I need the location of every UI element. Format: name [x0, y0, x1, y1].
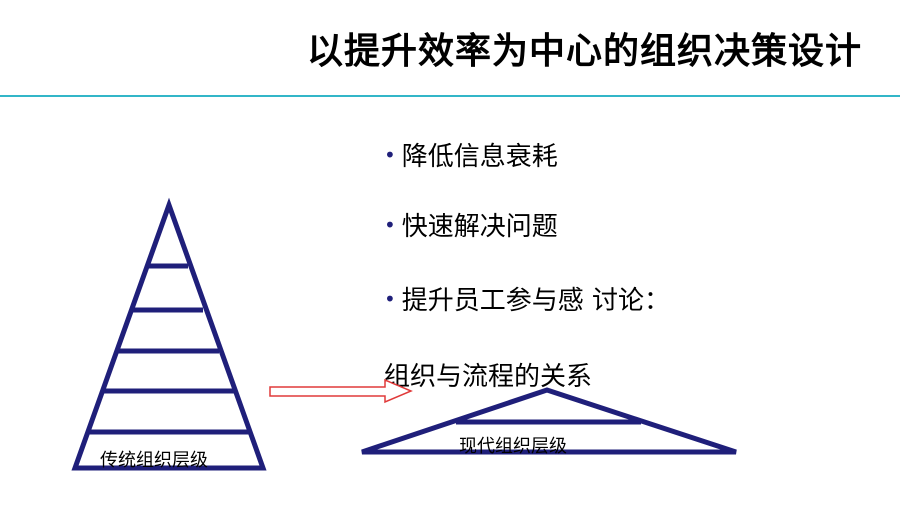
traditional-pyramid — [71, 197, 267, 471]
bullet-text: 快速解决问题 — [401, 212, 558, 242]
bullet-text: 提升员工参与感 讨论： — [401, 286, 671, 316]
slide-title: 以提升效率为中心的组织决策设计 — [306, 31, 862, 72]
traditional-pyramid-outline — [71, 197, 267, 471]
bullet-item: •降低信息衰耗 — [384, 136, 558, 173]
bullet-dot-icon: • — [384, 287, 396, 311]
modern-hierarchy-label: 现代组织层级 — [459, 436, 567, 457]
bullet-item: •快速解决问题 — [384, 206, 558, 243]
modern-pyramid-outline — [361, 387, 737, 455]
transition-arrow-icon — [269, 378, 413, 404]
modern-pyramid — [361, 387, 737, 455]
bullet-item: •提升员工参与感 讨论： — [384, 280, 670, 317]
discussion-note: 组织与流程的关系 — [384, 362, 593, 392]
bullet-dot-icon: • — [384, 143, 396, 167]
traditional-hierarchy-label: 传统组织层级 — [100, 450, 208, 471]
bullet-dot-icon: • — [384, 213, 396, 237]
title-divider — [0, 95, 900, 97]
bullet-text: 降低信息衰耗 — [401, 142, 558, 172]
